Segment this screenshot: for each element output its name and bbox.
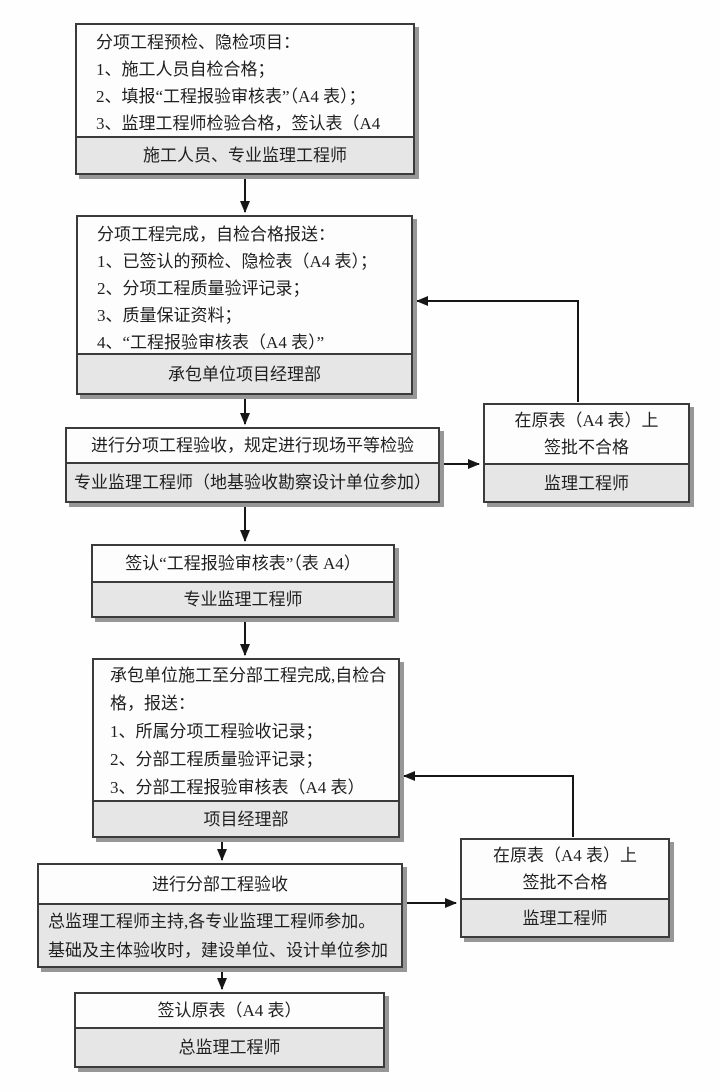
content-line: 1、所属分项工程验收记录； [110, 722, 323, 741]
reject-box-subitem: 在原表（A4 表）上 签批不合格 监理工程师 [483, 403, 690, 503]
content-line: 签批不合格 [544, 438, 629, 457]
step-content: 在原表（A4 表）上 签批不合格 [485, 405, 688, 463]
content-line: 在原表（A4 表）上 [492, 846, 638, 865]
feedback-side1-to-b2 [416, 296, 579, 402]
role-band: 施工人员、专业监理工程师 [77, 136, 413, 173]
content-line: 分项工程完成，自检合格报送： [97, 225, 335, 244]
step-box-sign-original-form: 签认原表（A4 表） 总监理工程师 [74, 992, 385, 1068]
content-line: 2、分部工程质量验评记录； [110, 750, 323, 769]
step-title: 签认“工程报验审核表”（表 A4） [125, 554, 361, 573]
reject-box-division: 在原表（A4 表）上 签批不合格 监理工程师 [460, 838, 670, 938]
role-band: 专业监理工程师（地基验收勘察设计单位参加） [67, 462, 438, 501]
content-line: 3、质量保证资料； [97, 306, 242, 325]
content-line: 签批不合格 [522, 873, 608, 892]
content-line: 1、已签认的预检、隐检表（A4 表）； [97, 252, 378, 271]
role-band: 总监理工程师主持,各专业监理工程师参加。基础及主体验收时，建设单位、设计单位参加 [39, 903, 401, 966]
step-box-subitem-complete: 分项工程完成，自检合格报送： 1、已签认的预检、隐检表（A4 表）； 2、分项工… [76, 215, 413, 395]
content-line: 分项工程预检、隐检项目： [96, 33, 300, 52]
step-box-sign-review-form: 签认“工程报验审核表”（表 A4） 专业监理工程师 [91, 544, 395, 618]
content-line: 2、分项工程质量验评记录； [97, 279, 310, 298]
feedback-side2-to-b5 [403, 771, 574, 837]
step-title: 进行分部工程验收 [152, 874, 288, 894]
content-line: 承包单位施工至分部工程完成,自检合格，报送： [110, 666, 387, 713]
role-band: 监理工程师 [485, 463, 688, 501]
step-box-precheck-items: 分项工程预检、隐检项目： 1、施工人员自检合格； 2、填报“工程报验审核表”（A… [75, 23, 415, 175]
step-content: 分项工程预检、隐检项目： 1、施工人员自检合格； 2、填报“工程报验审核表”（A… [77, 25, 413, 136]
content-line: 在原表（A4 表）上 [514, 411, 659, 430]
role-band: 专业监理工程师 [93, 581, 393, 616]
content-line: 4、“工程报验审核表（A4 表）” [97, 333, 325, 352]
step-content: 在原表（A4 表）上 签批不合格 [462, 840, 668, 898]
content-line: 2、填报“工程报验审核表”（A4 表）； [96, 87, 366, 106]
role-band: 项目经理部 [94, 800, 398, 836]
role-band: 监理工程师 [462, 898, 668, 936]
role-band: 承包单位项目经理部 [78, 353, 411, 393]
step-content: 承包单位施工至分部工程完成,自检合格，报送： 1、所属分项工程验收记录； 2、分… [94, 660, 398, 800]
content-line: 1、施工人员自检合格； [96, 60, 275, 79]
step-box-division-complete: 承包单位施工至分部工程完成,自检合格，报送： 1、所属分项工程验收记录； 2、分… [92, 658, 400, 838]
step-title: 签认原表（A4 表） [157, 1001, 302, 1020]
role-band: 总监理工程师 [76, 1027, 383, 1066]
step-content: 分项工程完成，自检合格报送： 1、已签认的预检、隐检表（A4 表）； 2、分项工… [78, 217, 411, 353]
content-line: 3、监理工程师检验合格，签认表（A4 表）。 [96, 114, 381, 133]
step-box-subitem-acceptance: 进行分项工程验收，规定进行现场平等检验 专业监理工程师（地基验收勘察设计单位参加… [65, 427, 440, 503]
step-box-division-acceptance: 进行分部工程验收 总监理工程师主持,各专业监理工程师参加。基础及主体验收时，建设… [37, 863, 403, 968]
content-line: 3、分部工程报验审核表（A4 表） [110, 778, 365, 797]
step-title: 进行分项工程验收，规定进行现场平等检验 [91, 436, 414, 455]
